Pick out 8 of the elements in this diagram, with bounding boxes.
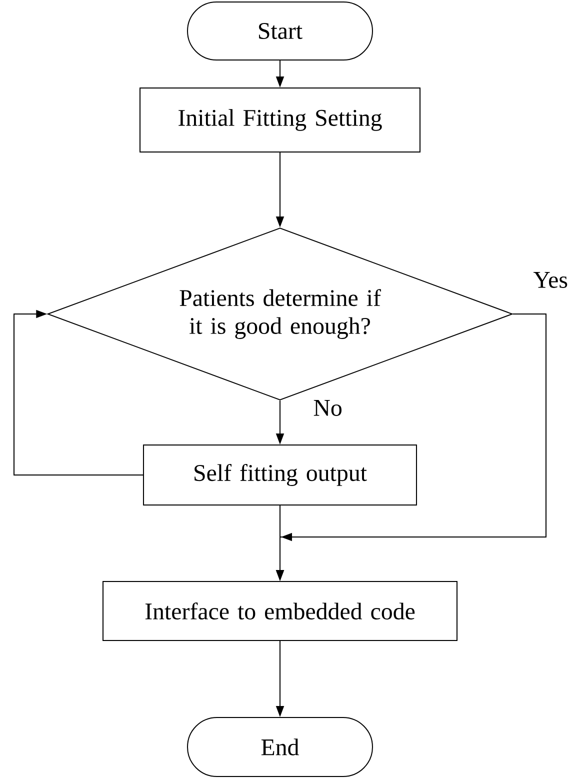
terminal-box: End <box>187 717 373 777</box>
process-box: Initial Fitting Setting <box>140 88 420 152</box>
edge-label: No <box>312 399 344 417</box>
process-box: Self fitting output <box>143 444 417 506</box>
terminal-box: Start <box>187 2 373 60</box>
edge-label: Yes <box>532 271 569 289</box>
arrow <box>14 310 144 476</box>
process-box: Interface to embedded code <box>102 581 458 641</box>
